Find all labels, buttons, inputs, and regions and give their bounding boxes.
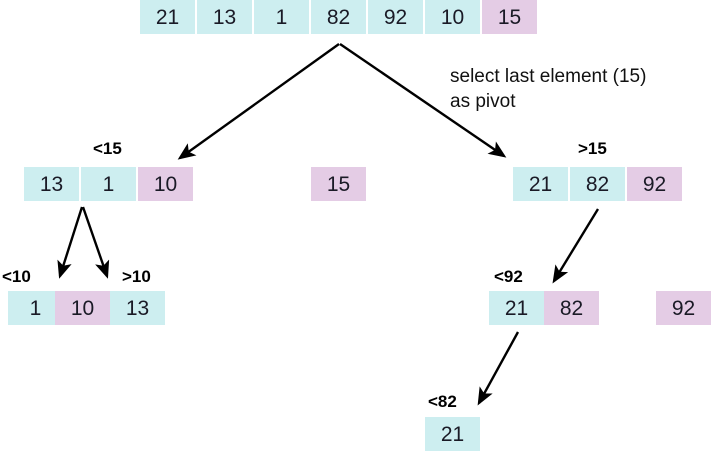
- pivot-cell: 82: [544, 291, 599, 325]
- group-label-greater-than-10: >10: [122, 267, 151, 286]
- arrow-less92-to-less82: [477, 331, 520, 406]
- pivot-cell: 92: [627, 167, 682, 201]
- pivot-cell: 10: [138, 167, 193, 201]
- array-cell: 1: [254, 0, 309, 34]
- pivot-cell: 15: [311, 167, 366, 201]
- array-cell: 10: [425, 0, 480, 34]
- arrow-less15-to-less10: [57, 206, 84, 279]
- array-cell: 1: [81, 167, 136, 201]
- group-label-less-than-15: <15: [93, 139, 122, 158]
- array-cell: 13: [110, 291, 165, 325]
- array-cell: 21: [513, 167, 568, 201]
- group-label-less-than-82: <82: [428, 392, 457, 411]
- pivot-cell: 10: [55, 291, 110, 325]
- array-cell: 1: [8, 291, 63, 325]
- group-label-less-than-10: <10: [2, 267, 31, 286]
- array-cell: 82: [570, 167, 625, 201]
- group-label-greater-than-15: >15: [578, 139, 607, 158]
- array-cell: 92: [368, 0, 423, 34]
- array-cell: 21: [489, 291, 544, 325]
- array-cell: 82: [311, 0, 366, 34]
- array-cell: 13: [197, 0, 252, 34]
- pivot-note-line-2: as pivot: [450, 91, 516, 112]
- arrow-less15-to-greater10: [81, 206, 110, 279]
- pivot-note-line-1: select last element (15): [450, 66, 647, 87]
- group-label-less-than-92: <92: [494, 267, 523, 286]
- array-cell: 13: [24, 167, 79, 201]
- arrow-root-to-less15: [177, 43, 340, 160]
- array-cell: 21: [425, 417, 480, 451]
- arrow-greater15-to-less92: [552, 208, 600, 284]
- array-cell: 21: [140, 0, 195, 34]
- pivot-cell: 92: [656, 291, 711, 325]
- pivot-cell: 15: [482, 0, 537, 34]
